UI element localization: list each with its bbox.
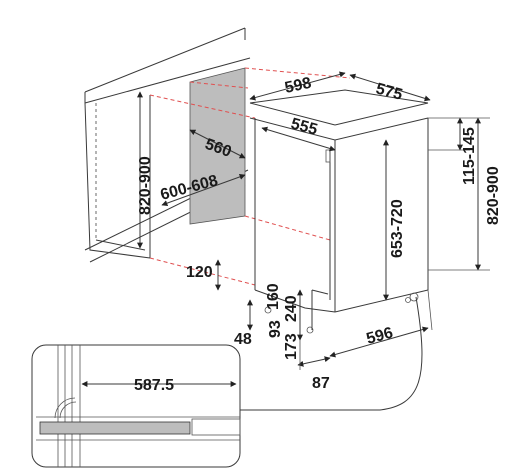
label-dim-160: 160: [265, 283, 282, 310]
countertop: [84, 27, 251, 104]
detail-callout: [240, 296, 423, 411]
label-top-range: 115-145: [461, 127, 478, 185]
label-top-width: 598: [283, 75, 313, 97]
dimension-lines: [137, 71, 490, 370]
label-dim-240: 240: [283, 295, 300, 322]
label-dim-48: 48: [234, 331, 252, 348]
label-right-height: 820-900: [485, 166, 502, 225]
label-top-depth: 575: [374, 80, 404, 103]
label-detail-587: 587.5: [134, 377, 174, 394]
label-inner-depth: 555: [289, 115, 319, 138]
label-door-height: 653-720: [389, 199, 406, 258]
label-dim-87: 87: [312, 375, 330, 392]
detail-box: 587.5: [31, 344, 241, 468]
label-plinth-120: 120: [186, 264, 213, 281]
label-dim-93: 93: [267, 320, 284, 338]
label-bottom-width: 596: [365, 325, 395, 348]
label-dim-173: 173: [283, 333, 300, 360]
label-niche-height: 820-900: [137, 156, 154, 215]
red-guide-lines: [149, 67, 351, 286]
